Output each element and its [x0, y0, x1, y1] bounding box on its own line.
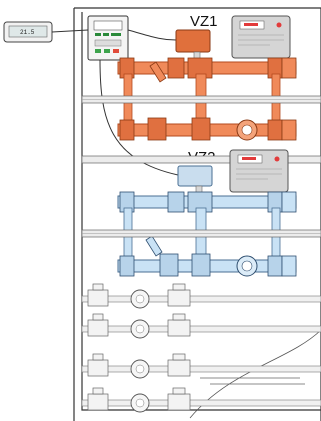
thermostat-display: 21.5 — [20, 29, 35, 36]
zone2-heat-meter — [229, 149, 289, 193]
zone2-supply-pipe — [117, 191, 297, 213]
zone2-return-pipe — [117, 253, 297, 277]
zone1-bottom-rail — [81, 155, 321, 164]
zone1-return-pipe — [117, 117, 297, 141]
room-thermostat-icon: 21.5 — [3, 21, 53, 43]
water-meter-row-2 — [81, 313, 321, 339]
thermostat-cable — [51, 29, 89, 33]
zone1-flow-meter — [236, 119, 258, 141]
zone1-supply-pipe — [117, 57, 297, 83]
cable-to-vz1-actuator — [127, 29, 177, 41]
zone1-label: VZ1 — [190, 13, 218, 30]
zone2-din-rail — [81, 229, 321, 238]
water-meter-row-4 — [81, 387, 321, 413]
cable-to-vz2-actuator — [99, 59, 179, 176]
water-meter-row-1 — [81, 283, 321, 309]
water-meter-row-3 — [81, 353, 321, 385]
zone2-flow-meter — [236, 255, 258, 277]
zone2-valve-actuator — [177, 165, 213, 195]
zone1-valve-actuator — [175, 29, 211, 61]
control-unit-icon — [87, 15, 129, 61]
zone1-din-rail — [81, 95, 321, 104]
zone1-heat-meter — [231, 15, 291, 59]
